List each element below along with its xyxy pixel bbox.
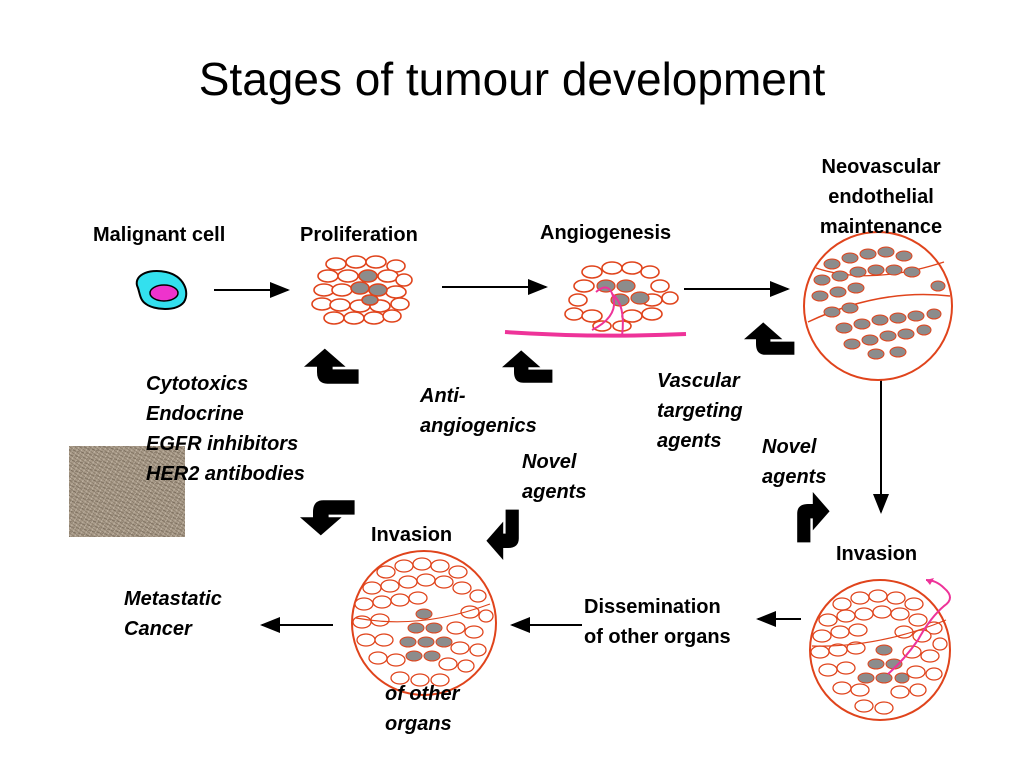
curved-arrow-cytotoxics-up <box>304 348 359 384</box>
malignant-cell-icon <box>135 270 188 310</box>
texture-image <box>69 446 185 537</box>
label-anti-angiogenics: Anti- angiogenics <box>420 385 537 437</box>
label-angiogenesis: Angiogenesis <box>540 222 672 244</box>
label-vascular-targeting: Vascular targeting agents <box>657 370 743 452</box>
label-dissemination: Dissemination of other organs <box>584 596 731 648</box>
neovascular-tumour-icon <box>803 231 953 381</box>
label-of-other-organs: of other organs <box>385 683 460 735</box>
angiogenesis-cluster-icon <box>564 261 679 337</box>
label-invasion-left: Invasion <box>371 524 453 546</box>
label-novel-agents-right: Novel agents <box>762 436 827 488</box>
curved-arrow-novel-agents-right <box>797 492 830 543</box>
label-metastatic-cancer: Metastatic Cancer <box>124 588 222 640</box>
invasion-right-tumour-icon <box>809 578 951 721</box>
label-proliferation: Proliferation <box>300 224 418 246</box>
curved-arrow-vascular-up <box>744 322 795 355</box>
proliferation-cluster-icon <box>311 255 413 325</box>
blood-vessel-line <box>504 330 687 338</box>
curved-arrow-cytotoxics-down <box>300 500 355 536</box>
label-neovascular: Neovascular endothelial maintenance <box>819 156 943 238</box>
curved-arrow-novel-agents-middle <box>486 509 519 560</box>
label-novel-agents-middle: Novel agents <box>522 451 587 503</box>
curved-arrow-anti-angiogenics-up <box>502 350 553 383</box>
label-invasion-right: Invasion <box>836 543 918 565</box>
invasion-left-tumour-icon <box>351 550 497 696</box>
label-malignant-cell: Malignant cell <box>93 224 226 246</box>
page-title: Stages of tumour development <box>198 53 826 105</box>
label-cytotoxics-list: Cytotoxics Endocrine EGFR inhibitors HER… <box>146 373 305 485</box>
